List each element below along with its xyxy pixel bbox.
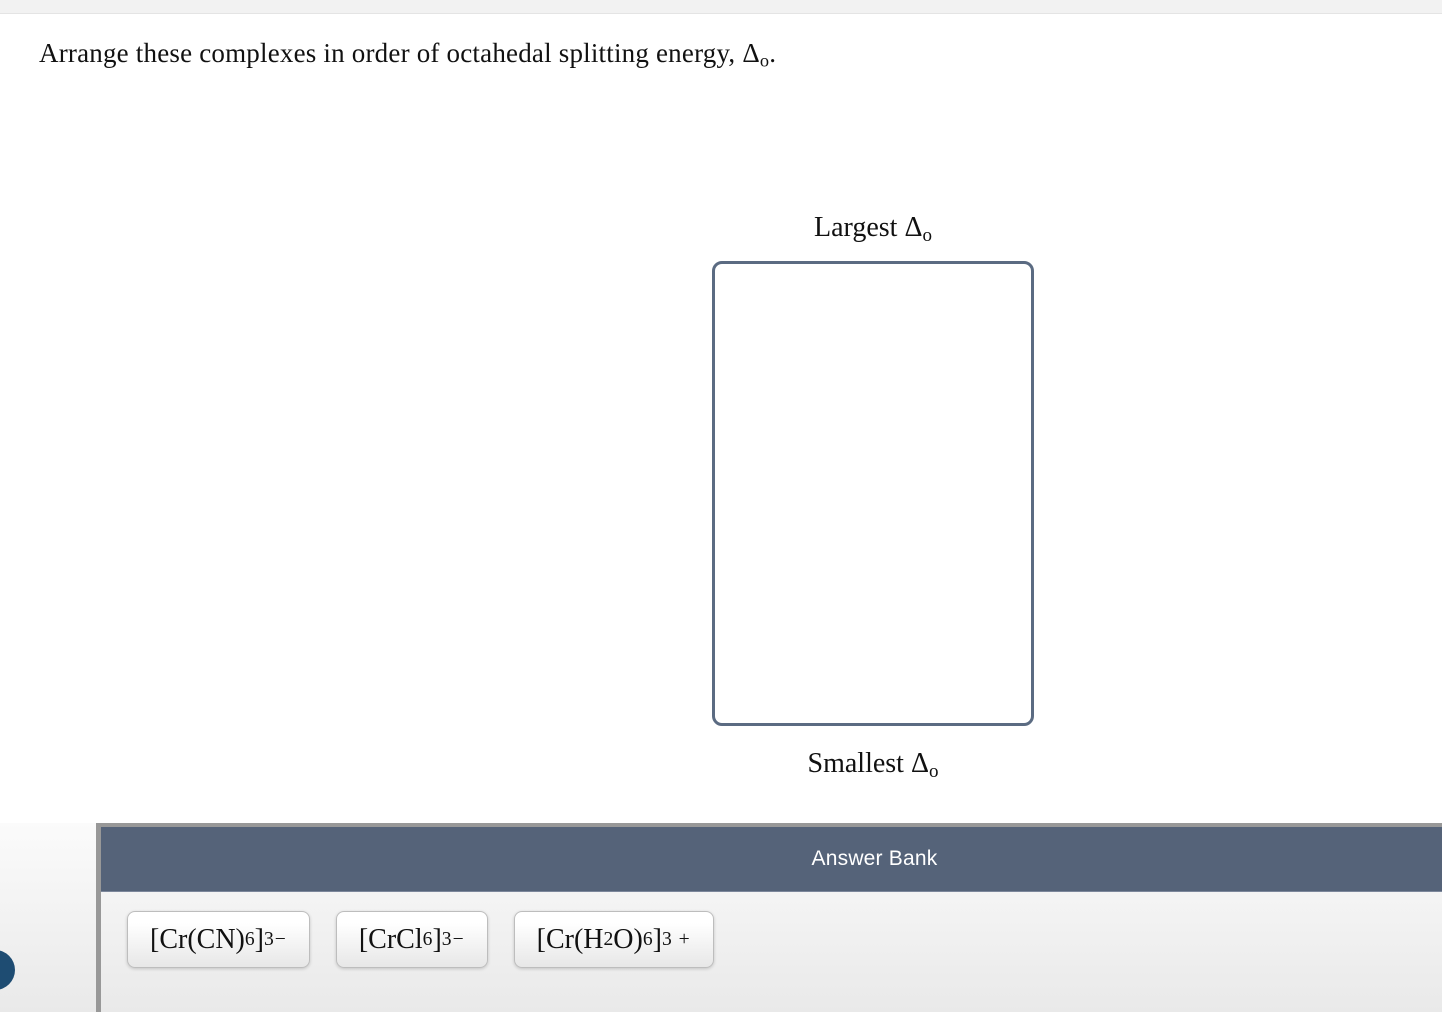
largest-label-subscript: o bbox=[922, 224, 932, 246]
answer-bank-title: Answer Bank bbox=[811, 847, 938, 870]
formula-text: [Cr(H bbox=[536, 923, 604, 955]
formula-text: [CrCl bbox=[358, 923, 423, 955]
smallest-label-text: Smallest Δ bbox=[807, 748, 929, 779]
delta-subscript: o bbox=[759, 50, 770, 71]
answer-chip-cr-cn6[interactable]: [Cr(CN)6]3− bbox=[127, 911, 310, 968]
question-text-main: Arrange these complexes in order of octa… bbox=[39, 38, 760, 68]
smallest-label: Smallest Δo bbox=[712, 748, 1034, 782]
formula-text: [Cr(CN) bbox=[150, 923, 245, 955]
formula-text: O) bbox=[613, 923, 643, 955]
smallest-label-subscript: o bbox=[928, 760, 939, 782]
formula-text: ] bbox=[652, 923, 662, 955]
corner-badge[interactable] bbox=[0, 950, 15, 990]
formula-text: ] bbox=[432, 923, 442, 955]
largest-label: Largest Δo bbox=[712, 212, 1034, 246]
top-bar bbox=[0, 0, 1442, 14]
drop-zone[interactable] bbox=[712, 261, 1034, 726]
formula-text: ] bbox=[254, 923, 264, 955]
answer-bank-header: Answer Bank bbox=[101, 827, 1442, 892]
question-text: Arrange these complexes in order of octa… bbox=[39, 38, 777, 71]
question-text-period: . bbox=[769, 38, 777, 68]
largest-label-text: Largest Δ bbox=[814, 212, 923, 243]
